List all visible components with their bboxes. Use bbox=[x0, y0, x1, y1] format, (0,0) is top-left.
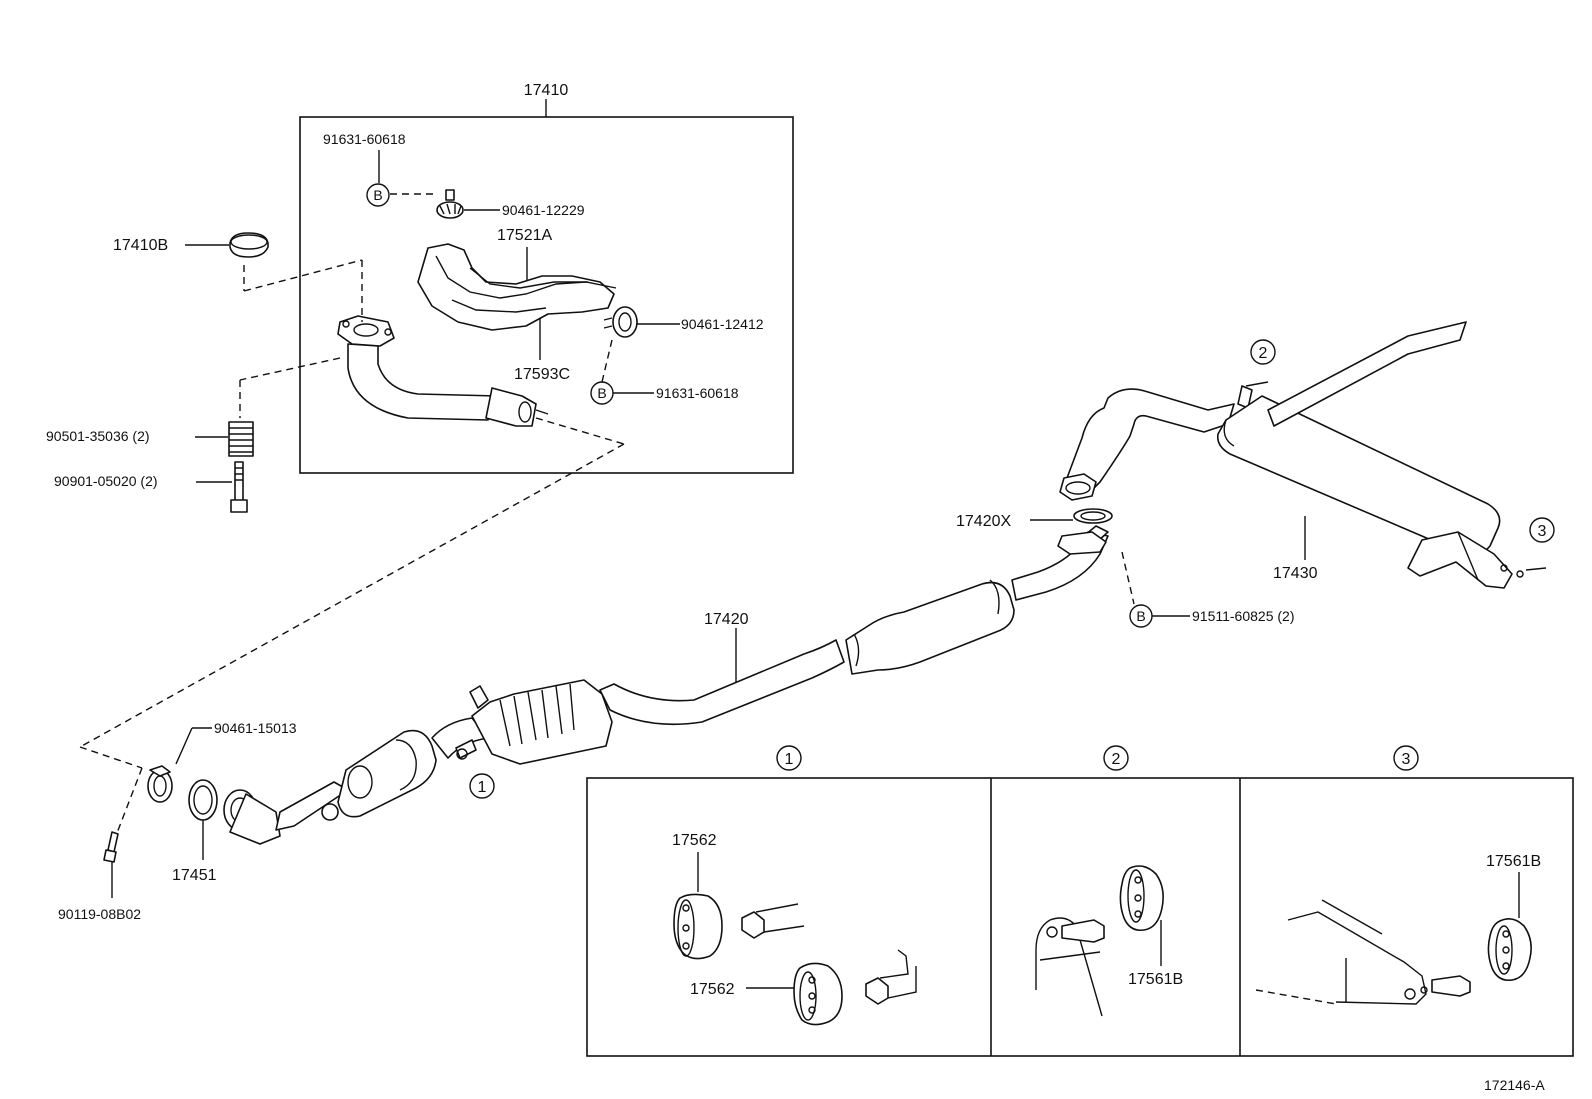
gasket-90461-15013 bbox=[147, 765, 173, 803]
bolt-90901: 90901-05020 (2) bbox=[54, 461, 248, 513]
tail-pipe-assembly-17430 bbox=[1059, 321, 1547, 589]
svg-text:B: B bbox=[1136, 608, 1145, 624]
hanger-rod-b bbox=[865, 949, 917, 1005]
rubber-mount-17561B-inset2 bbox=[1119, 865, 1164, 932]
svg-text:1: 1 bbox=[785, 751, 794, 768]
label-inset1-17562-a: 17562 bbox=[672, 832, 717, 849]
label-90461-12229: 90461-12229 bbox=[502, 202, 585, 218]
bolt-90119 bbox=[103, 831, 119, 863]
inset-3-title: 3 bbox=[1393, 745, 1419, 771]
label-inset3-17561B: 17561B bbox=[1486, 853, 1541, 870]
svg-text:B: B bbox=[597, 385, 606, 401]
label-90501: 90501-35036 (2) bbox=[46, 428, 150, 444]
figure-id: 172146-A bbox=[1484, 1077, 1545, 1093]
detail-insets: 1 2 3 17562 17562 bbox=[586, 745, 1574, 1057]
label-inset2-17561B: 17561B bbox=[1128, 971, 1183, 988]
label-17451: 17451 bbox=[172, 867, 217, 884]
insets-frame bbox=[586, 777, 1574, 1057]
gasket-90461-12412 bbox=[603, 306, 638, 338]
svg-text:B: B bbox=[373, 187, 382, 203]
label-91631-bottom: 91631-60618 bbox=[656, 385, 739, 401]
label-17420: 17420 bbox=[704, 611, 749, 628]
callout-circle-1-main: 1 bbox=[469, 773, 495, 799]
svg-text:3: 3 bbox=[1538, 523, 1547, 540]
svg-text:2: 2 bbox=[1112, 751, 1121, 768]
callout-circle-3-main: 3 bbox=[1529, 517, 1555, 543]
label-17420X: 17420X bbox=[956, 513, 1011, 530]
spring-90501: 90501-35036 (2) bbox=[46, 421, 254, 457]
exhaust-manifold-pipe bbox=[337, 315, 549, 427]
gasket-90461-12229 bbox=[436, 189, 464, 219]
rubber-mount-17562-b bbox=[793, 962, 843, 1026]
inset-1-title: 1 bbox=[776, 745, 802, 771]
manifold-group: 17410 91631-60618 B 90461-12229 17521A 1… bbox=[299, 82, 794, 474]
label-90901: 90901-05020 (2) bbox=[54, 473, 158, 489]
gasket-17451 bbox=[188, 779, 218, 821]
label-17430: 17430 bbox=[1273, 565, 1318, 582]
label-17521A: 17521A bbox=[497, 227, 552, 244]
label-inset1-17562-b: 17562 bbox=[690, 981, 735, 998]
label-91631-top: 91631-60618 bbox=[323, 131, 406, 147]
label-90461-12412: 90461-12412 bbox=[681, 316, 764, 332]
label-90119: 90119-08B02 bbox=[58, 906, 141, 922]
bolt-marker-b-tail: B bbox=[1129, 604, 1153, 628]
gasket-17420X bbox=[1073, 508, 1113, 524]
label-90461-15013: 90461-15013 bbox=[214, 720, 297, 736]
label-91511: 91511-60825 (2) bbox=[1192, 608, 1294, 624]
bolt-marker-b-bottom: B bbox=[590, 381, 614, 405]
label-17410B: 17410B bbox=[113, 237, 168, 254]
bolt-marker-b-top: B bbox=[366, 183, 390, 207]
svg-text:2: 2 bbox=[1259, 345, 1268, 362]
label-17410: 17410 bbox=[524, 82, 569, 99]
hanger-rod-a bbox=[741, 903, 805, 939]
front-exhaust-pipe-17420 bbox=[223, 525, 1109, 845]
hanger-bracket-inset3 bbox=[1255, 899, 1471, 1005]
rubber-mount-17562-a bbox=[673, 893, 723, 960]
hanger-bracket-inset2 bbox=[1035, 917, 1105, 1017]
label-17593C: 17593C bbox=[514, 366, 570, 383]
svg-text:3: 3 bbox=[1402, 751, 1411, 768]
callout-circle-2-main: 2 bbox=[1250, 339, 1276, 365]
heat-insulator bbox=[417, 243, 617, 331]
rubber-mount-17561B-inset3 bbox=[1487, 918, 1532, 982]
part-17410B: 17410B bbox=[113, 232, 269, 258]
inset-2-title: 2 bbox=[1103, 745, 1129, 771]
svg-text:1: 1 bbox=[478, 779, 487, 796]
